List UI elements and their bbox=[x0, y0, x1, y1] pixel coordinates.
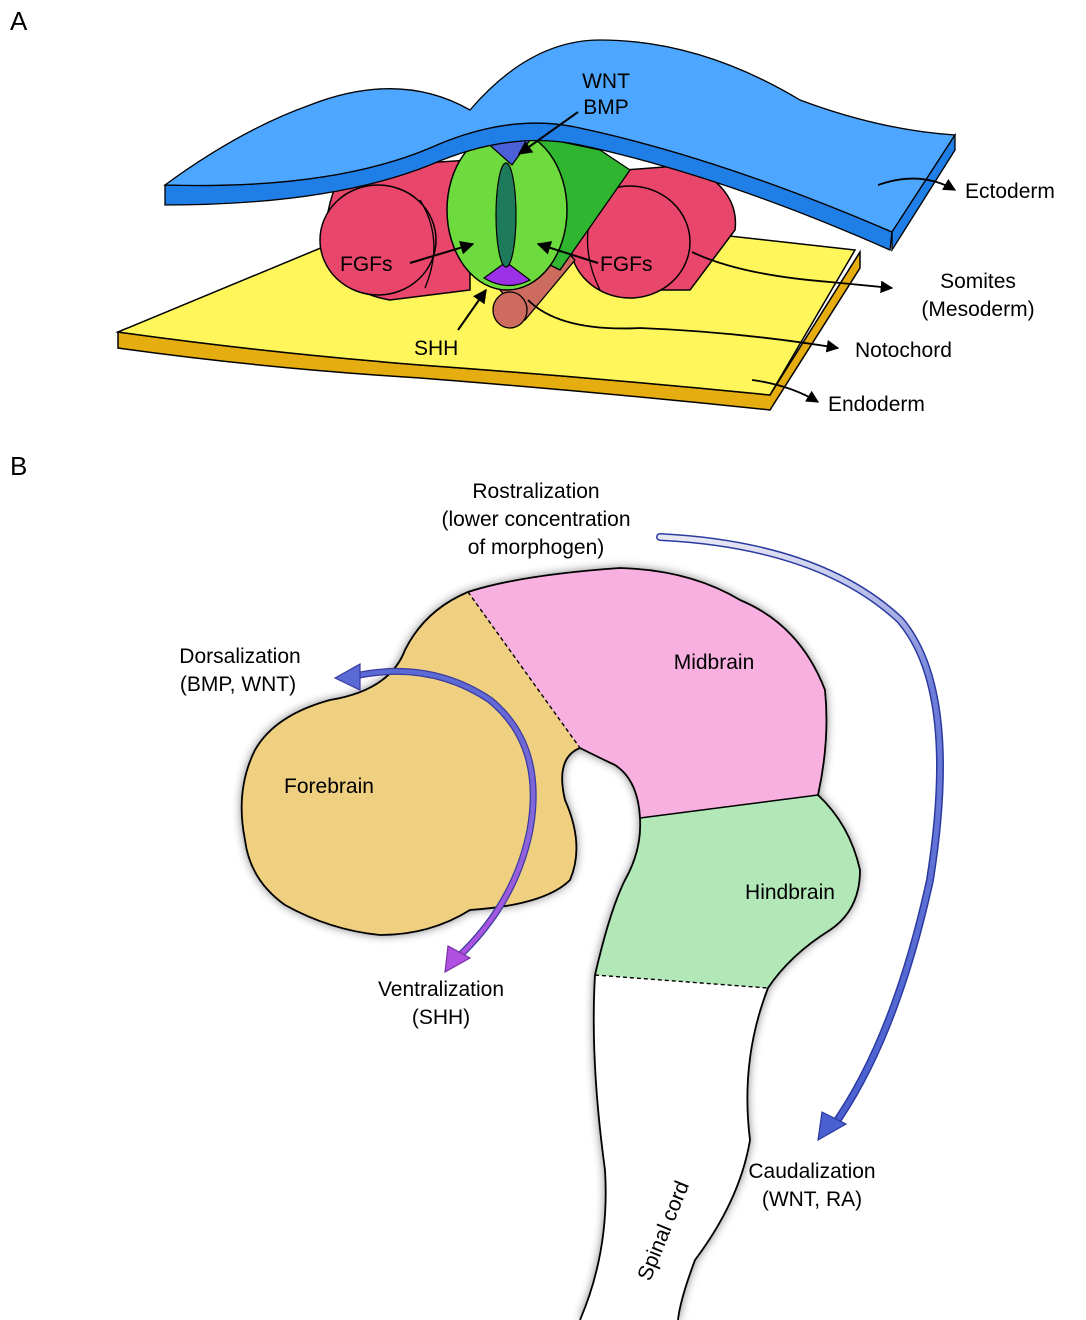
fgfs-right-label: FGFs bbox=[600, 253, 653, 276]
ventralization-label-2: (SHH) bbox=[412, 1006, 470, 1029]
dorsalization-label-2: (BMP, WNT) bbox=[180, 673, 296, 696]
somites-label-2: (Mesoderm) bbox=[921, 298, 1034, 321]
somite-left-face bbox=[320, 185, 436, 295]
neural-lumen bbox=[496, 163, 516, 267]
somites-label-1: Somites bbox=[940, 270, 1016, 293]
rostralization-label-1: Rostralization bbox=[472, 480, 599, 503]
rostralization-label-3: of morphogen) bbox=[468, 536, 605, 559]
rostralization-label-2: (lower concentration bbox=[441, 508, 630, 531]
midbrain-label: Midbrain bbox=[674, 651, 755, 674]
notochord-label: Notochord bbox=[855, 339, 952, 362]
panel-b-letter: B bbox=[10, 451, 27, 481]
caudalization-label-1: Caudalization bbox=[748, 1160, 875, 1183]
caudalization-label-2: (WNT, RA) bbox=[762, 1188, 862, 1211]
forebrain-label: Forebrain bbox=[284, 775, 374, 798]
ventralization-label-1: Ventralization bbox=[378, 978, 504, 1001]
bmp-label: BMP bbox=[583, 96, 629, 119]
dorsalization-label-1: Dorsalization bbox=[179, 645, 300, 668]
spinal-cord-region bbox=[580, 975, 768, 1320]
panel-a-letter: A bbox=[10, 6, 28, 36]
ectoderm-label: Ectoderm bbox=[965, 180, 1055, 203]
notochord-end bbox=[493, 292, 527, 328]
hindbrain-label: Hindbrain bbox=[745, 881, 835, 904]
fgfs-left-label: FGFs bbox=[340, 253, 393, 276]
shh-label: SHH bbox=[414, 337, 458, 360]
wnt-label: WNT bbox=[582, 70, 630, 93]
endoderm-label: Endoderm bbox=[828, 393, 925, 416]
